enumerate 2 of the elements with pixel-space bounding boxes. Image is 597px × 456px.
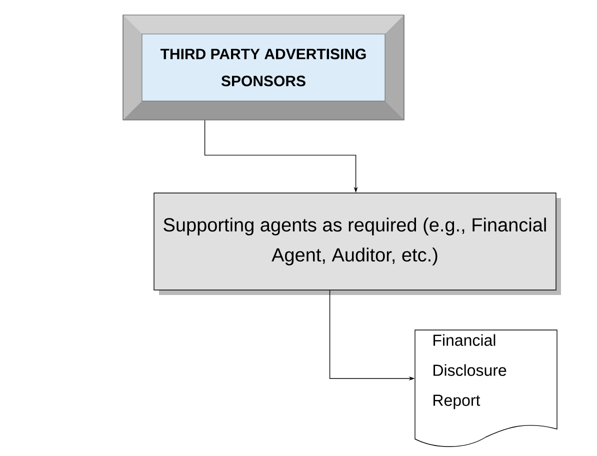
beveled-box: THIRD PARTY ADVERTISING SPONSORS: [122, 14, 404, 120]
process-box: Supporting agents as required (e.g., Financial Agent, Auditor, etc.): [154, 192, 561, 295]
